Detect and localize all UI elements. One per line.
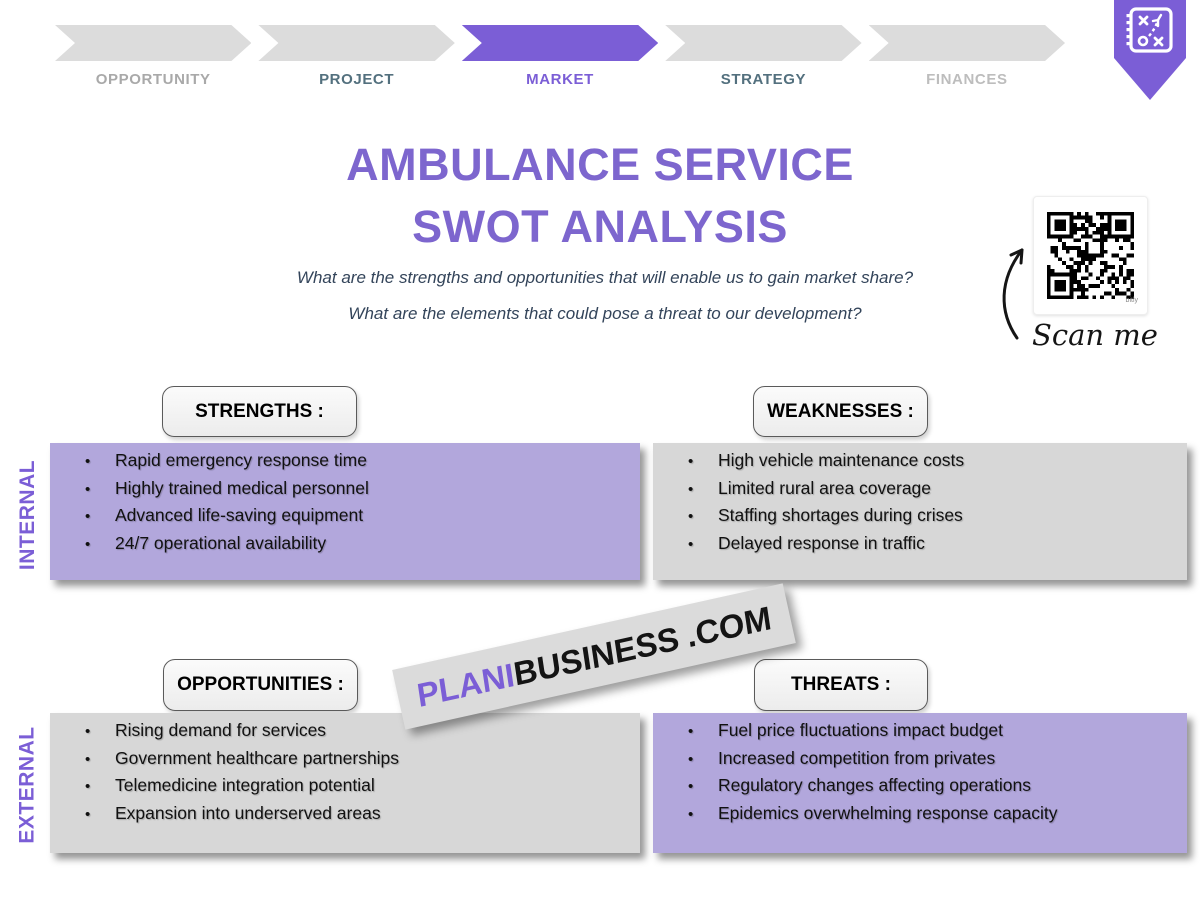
bullet-icon: • — [688, 805, 694, 823]
external-axis-text: EXTERNAL — [16, 726, 39, 844]
list-item-text: Staffing shortages during crises — [718, 505, 963, 525]
weaknesses-box: • High vehicle maintenance costs • Limited… — [653, 443, 1187, 580]
progress-stepper: OPPORTUNITY PROJECT MARKET STRATEGY FINA… — [55, 25, 1065, 88]
list-item-text: Fuel price fluctuations impact budget — [718, 720, 1004, 740]
list-item: • Advanced life-saving equipment — [50, 505, 640, 533]
subtitle-question-1: What are the strengths and opportunities… — [296, 268, 914, 287]
internal-axis-label: INTERNAL — [6, 445, 50, 585]
bullet-icon: • — [85, 535, 91, 553]
list-item-text: Increased competition from privates — [718, 747, 996, 768]
list-item-text: Rapid emergency response time — [115, 450, 367, 470]
list-item-text: Delayed response in traffic — [718, 532, 925, 553]
bullet-icon: • — [85, 508, 91, 525]
list-item: • Rapid emergency response time — [50, 450, 640, 478]
threats-box: • Fuel price fluctuations impact budget •… — [653, 713, 1187, 853]
list-item: • Government healthcare partnerships — [50, 748, 640, 776]
list-item-text: Telemedicine integration potential — [115, 775, 375, 795]
step-strategy: STRATEGY — [665, 25, 861, 88]
weaknesses-header: WEAKNESSES : — [753, 386, 928, 437]
watermark-part2: BUSINESS — [510, 618, 681, 693]
list-item-text: Advanced life-saving equipment — [115, 505, 364, 525]
page-title-line2: SWOT ANALYSIS — [412, 201, 788, 253]
bullet-icon: • — [85, 723, 91, 740]
list-item: • High vehicle maintenance costs — [653, 450, 1187, 478]
list-item: • Rising demand for services — [50, 720, 640, 748]
bullet-icon: • — [688, 453, 694, 470]
list-item-text: 24/7 operational availability — [115, 532, 327, 553]
chevron-shape — [258, 25, 454, 61]
list-item: • 24/7 operational availability — [50, 533, 640, 561]
step-label: FINANCES — [926, 71, 1008, 88]
qr-code-card: bitly — [1033, 196, 1148, 315]
threats-header: THREATS : — [754, 659, 928, 711]
list-item: • Telemedicine integration potential — [50, 775, 640, 803]
list-item: • Increased competition from privates — [653, 748, 1187, 776]
list-item-text: Epidemics overwhelming response capacity — [718, 802, 1058, 823]
bullet-icon: • — [85, 778, 91, 795]
bullet-icon: • — [85, 453, 91, 470]
bullet-icon: • — [85, 480, 91, 498]
step-label: MARKET — [526, 71, 594, 88]
list-item-text: Government healthcare partnerships — [115, 747, 400, 768]
bullet-icon: • — [688, 723, 694, 740]
list-item-text: Limited rural area coverage — [718, 477, 932, 498]
page-title-line1: AMBULANCE SERVICE — [346, 139, 854, 190]
list-item: • Fuel price fluctuations impact budget — [653, 720, 1187, 748]
list-item: • Staffing shortages during crises — [653, 505, 1187, 533]
opportunities-box: • Rising demand for services • Government … — [50, 713, 640, 853]
bullet-icon: • — [85, 805, 91, 823]
watermark-part3: .COM — [684, 598, 774, 654]
bullet-icon: • — [688, 508, 694, 525]
step-label: OPPORTUNITY — [95, 71, 211, 88]
watermark-part1: PLANI — [414, 655, 517, 714]
list-item: • Epidemics overwhelming response capacit… — [653, 803, 1187, 831]
scan-me-label: Scan me — [1032, 318, 1158, 352]
list-item: • Limited rural area coverage — [653, 478, 1187, 506]
strategy-playbook-icon — [1114, 0, 1186, 100]
subtitle-question-2: What are the elements that could pose a … — [348, 304, 862, 323]
bullet-icon: • — [688, 778, 694, 795]
list-item: • Regulatory changes affecting operations — [653, 775, 1187, 803]
strengths-header: STRENGTHS : — [162, 386, 357, 437]
strengths-box: • Rapid emergency response time • Highly t… — [50, 443, 640, 580]
list-item-text: Rising demand for services — [115, 720, 327, 740]
list-item: • Highly trained medical personnel — [50, 478, 640, 506]
step-label: PROJECT — [319, 71, 395, 88]
external-axis-label: EXTERNAL — [6, 715, 50, 855]
list-item-text: Highly trained medical personnel — [115, 477, 369, 498]
bullet-icon: • — [688, 750, 694, 768]
step-label: STRATEGY — [720, 71, 807, 88]
bullet-icon: • — [688, 535, 694, 553]
chevron-shape — [869, 25, 1065, 61]
list-item-text: Regulatory changes affecting operations — [718, 775, 1031, 795]
qr-provider-label: bitly — [1125, 297, 1138, 304]
step-finances: FINANCES — [869, 25, 1065, 88]
step-market-active: MARKET — [462, 25, 658, 88]
step-opportunity: OPPORTUNITY — [55, 25, 251, 88]
opportunities-header: OPPORTUNITIES : — [163, 659, 358, 711]
list-item-text: High vehicle maintenance costs — [718, 450, 965, 470]
list-item-text: Expansion into underserved areas — [115, 802, 381, 823]
chevron-shape — [665, 25, 861, 61]
bullet-icon: • — [688, 480, 694, 498]
list-item: • Delayed response in traffic — [653, 533, 1187, 561]
list-item: • Expansion into underserved areas — [50, 803, 640, 831]
chevron-shape — [55, 25, 251, 61]
curved-arrow-icon — [1002, 248, 1024, 340]
step-project: PROJECT — [258, 25, 454, 88]
chevron-shape-active — [462, 25, 658, 61]
page-title: AMBULANCE SERVICE SWOT ANALYSIS — [250, 134, 950, 258]
bullet-icon: • — [85, 750, 91, 768]
qr-code — [1043, 208, 1138, 303]
internal-axis-text: INTERNAL — [16, 459, 40, 571]
bookmark-ribbon — [1114, 0, 1186, 100]
